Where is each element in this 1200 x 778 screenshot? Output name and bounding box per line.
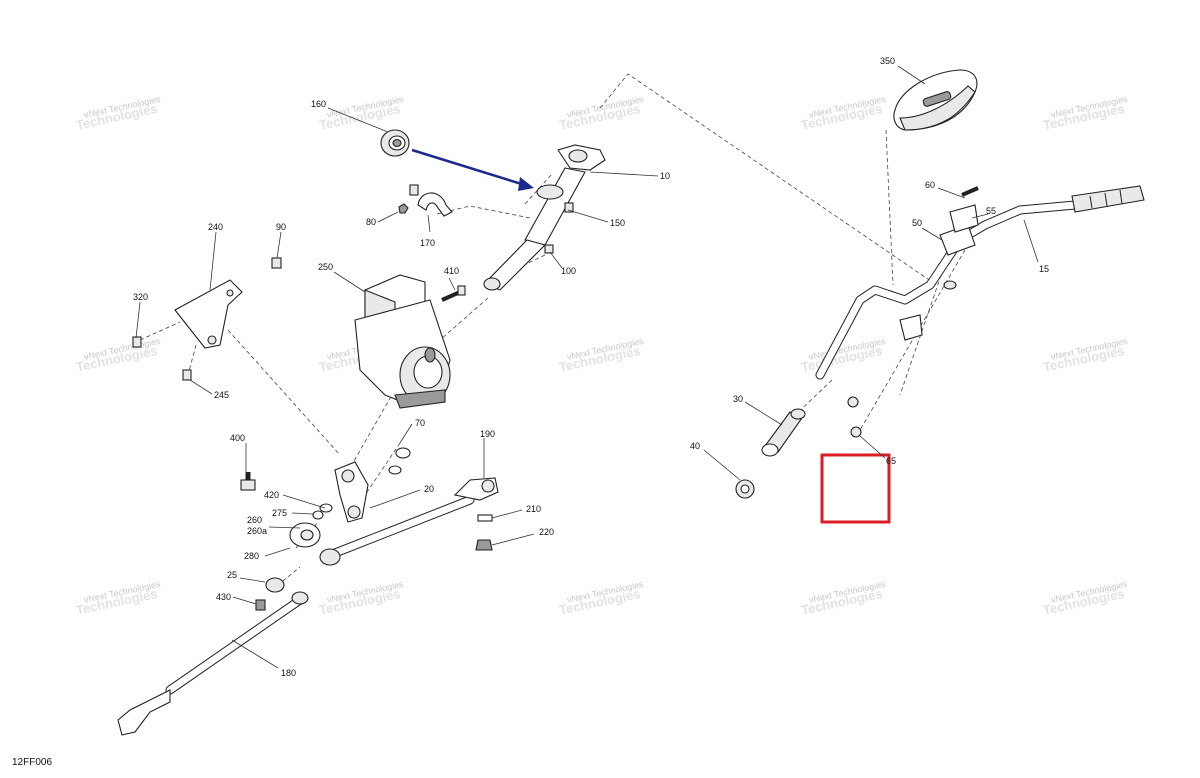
power-steering-motor-part [354, 274, 451, 409]
pitman-arm-part [334, 461, 369, 523]
screw-part [132, 257, 282, 381]
callout-100: 100 [561, 266, 576, 276]
callout-260: 260 [247, 515, 262, 525]
mount-bracket-part [174, 279, 243, 349]
end-cap-part [735, 479, 755, 499]
highlight-box[interactable] [820, 453, 891, 524]
callout-190: 190 [480, 429, 495, 439]
callout-275: 275 [272, 508, 287, 518]
callout-65: 65 [886, 456, 896, 466]
callout-170: 170 [420, 238, 435, 248]
grip-part [1071, 185, 1145, 213]
callout-25: 25 [227, 570, 237, 580]
callout-90: 90 [276, 222, 286, 232]
handlebar-part [815, 200, 1080, 380]
callout-180: 180 [281, 668, 296, 678]
bracket-part [409, 184, 453, 217]
callout-80: 80 [366, 217, 376, 227]
callout-260a: 260a [247, 526, 267, 536]
callout-250: 250 [318, 262, 333, 272]
callout-240: 240 [208, 222, 223, 232]
bolt-part [240, 472, 256, 491]
callout-labels: 160 10 150 100 80 170 410 250 240 90 320… [133, 56, 1049, 678]
tie-rod-upper-part [319, 495, 475, 566]
bolt-part [544, 202, 574, 254]
leader-lines [135, 65, 1039, 669]
callout-350: 350 [880, 56, 895, 66]
callout-220: 220 [539, 527, 554, 537]
callout-55: 55 [986, 206, 996, 216]
callout-280: 280 [244, 551, 259, 561]
callout-160: 160 [311, 99, 326, 109]
callout-15: 15 [1039, 264, 1049, 274]
callout-20: 20 [424, 484, 434, 494]
arrow-icon [411, 148, 534, 191]
steering-column-assembly [117, 129, 606, 736]
callout-60: 60 [925, 180, 935, 190]
handlebar-pad-part [893, 69, 978, 131]
callout-245: 245 [214, 390, 229, 400]
handlebar-assembly [735, 69, 1145, 499]
washer-part [312, 447, 411, 520]
callout-210: 210 [526, 504, 541, 514]
nut-part [255, 577, 285, 611]
clamp-part [899, 186, 979, 341]
callout-10: 10 [660, 171, 670, 181]
diagram-reference: 12FF006 [12, 757, 52, 768]
callout-70: 70 [415, 418, 425, 428]
callout-30: 30 [733, 394, 743, 404]
callout-320: 320 [133, 292, 148, 302]
grip-left-part [761, 408, 806, 457]
bearing-part [380, 129, 410, 157]
callout-40: 40 [690, 441, 700, 451]
callout-400: 400 [230, 433, 245, 443]
callout-430: 430 [216, 592, 231, 602]
callout-420: 420 [264, 490, 279, 500]
nut-part [398, 203, 409, 214]
bolt-part [441, 285, 466, 302]
nut-part [847, 396, 862, 438]
tie-rod-end-part [453, 477, 499, 551]
tie-rod-lower-part [117, 591, 309, 736]
callout-50: 50 [912, 218, 922, 228]
callout-150: 150 [610, 218, 625, 228]
assembly-lines [139, 73, 966, 591]
boot-part [289, 522, 321, 548]
steering-column-part [483, 144, 606, 291]
callout-410: 410 [444, 266, 459, 276]
